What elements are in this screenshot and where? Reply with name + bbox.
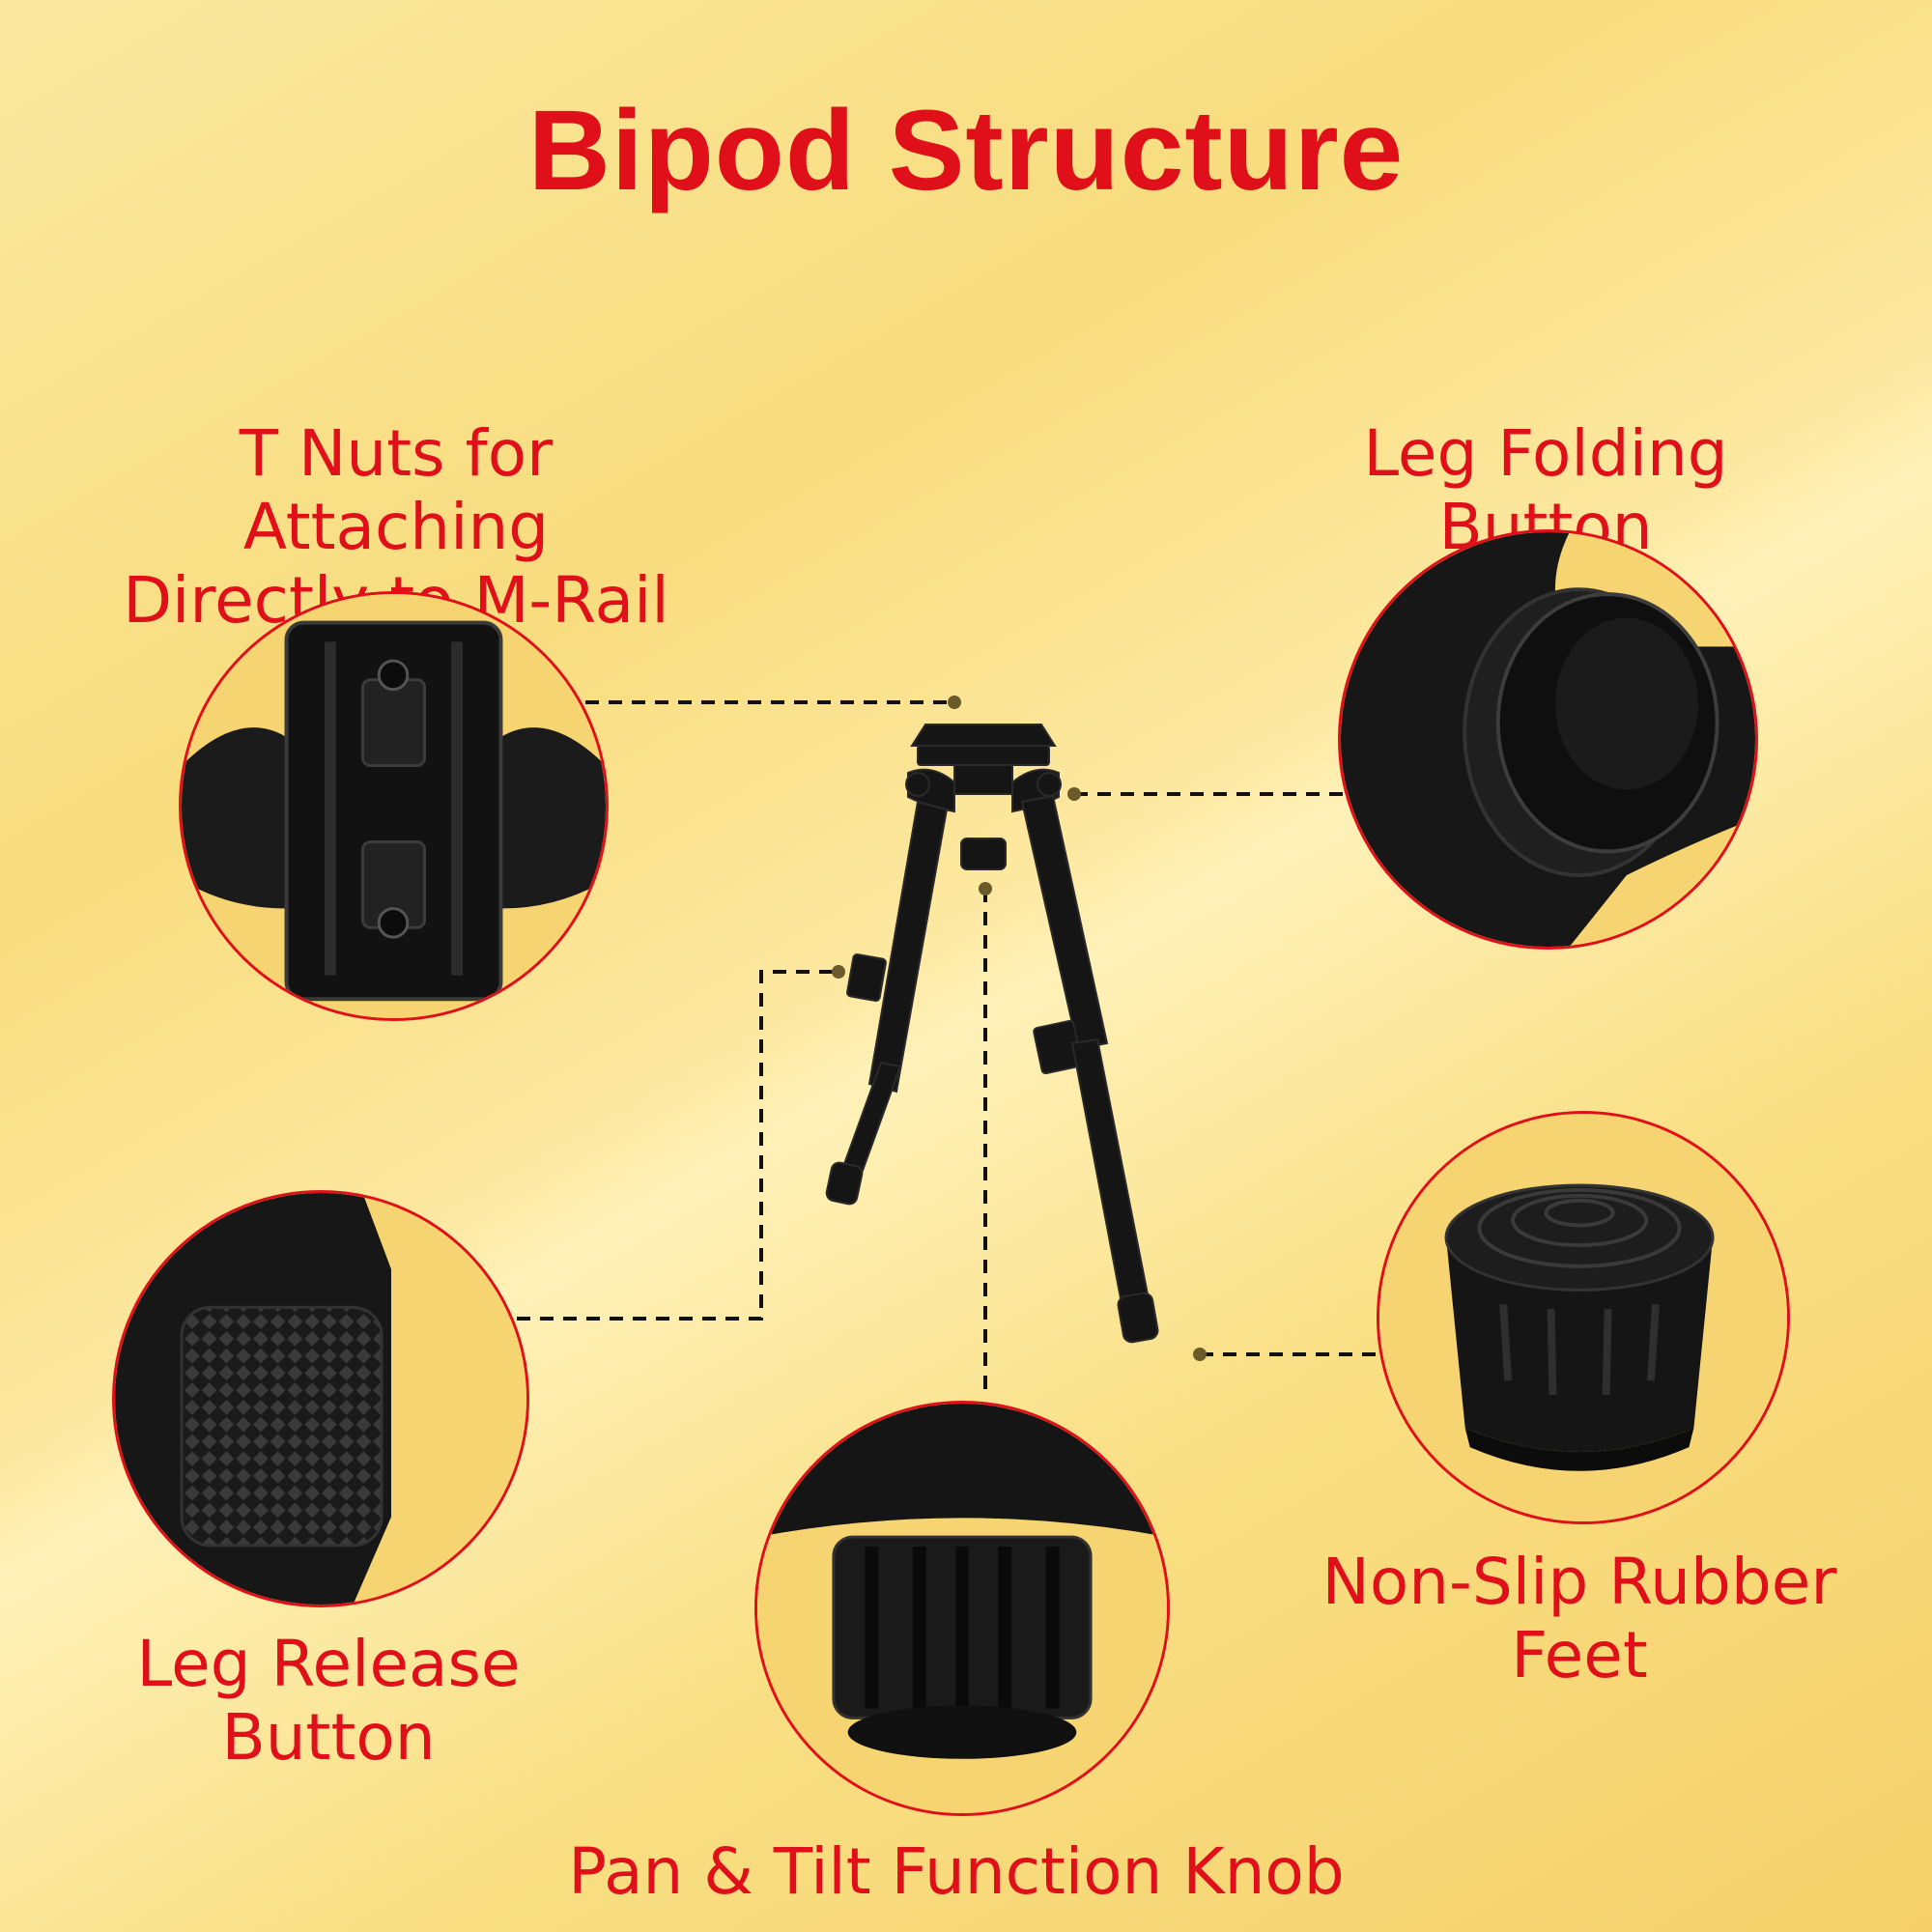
rubber-feet-label: Non-Slip Rubber Feet bbox=[1321, 1545, 1837, 1692]
pan-tilt-label: Pan & Tilt Function Knob bbox=[568, 1834, 1345, 1909]
rubber-foot-icon bbox=[1379, 1114, 1787, 1521]
bipod-icon bbox=[825, 724, 1159, 1344]
pan-tilt-detail bbox=[754, 1401, 1170, 1816]
release-button-detail bbox=[112, 1190, 529, 1607]
page-title: Bipod Structure bbox=[527, 87, 1405, 214]
tnuts-detail bbox=[179, 591, 609, 1021]
pan-tilt-knob-icon bbox=[757, 1404, 1167, 1813]
tnuts-label: T Nuts for Attaching Directly to M-Rail bbox=[97, 417, 696, 638]
release-button-icon bbox=[115, 1193, 526, 1605]
folding-button-detail bbox=[1338, 529, 1758, 950]
folding-button-icon bbox=[1341, 532, 1755, 947]
t-nut-mount-icon bbox=[182, 594, 606, 1018]
rubber-feet-detail bbox=[1377, 1111, 1790, 1524]
leg-release-label: Leg Release Button bbox=[136, 1627, 521, 1775]
tnuts-label-line1: T Nuts for Attaching bbox=[239, 416, 554, 564]
